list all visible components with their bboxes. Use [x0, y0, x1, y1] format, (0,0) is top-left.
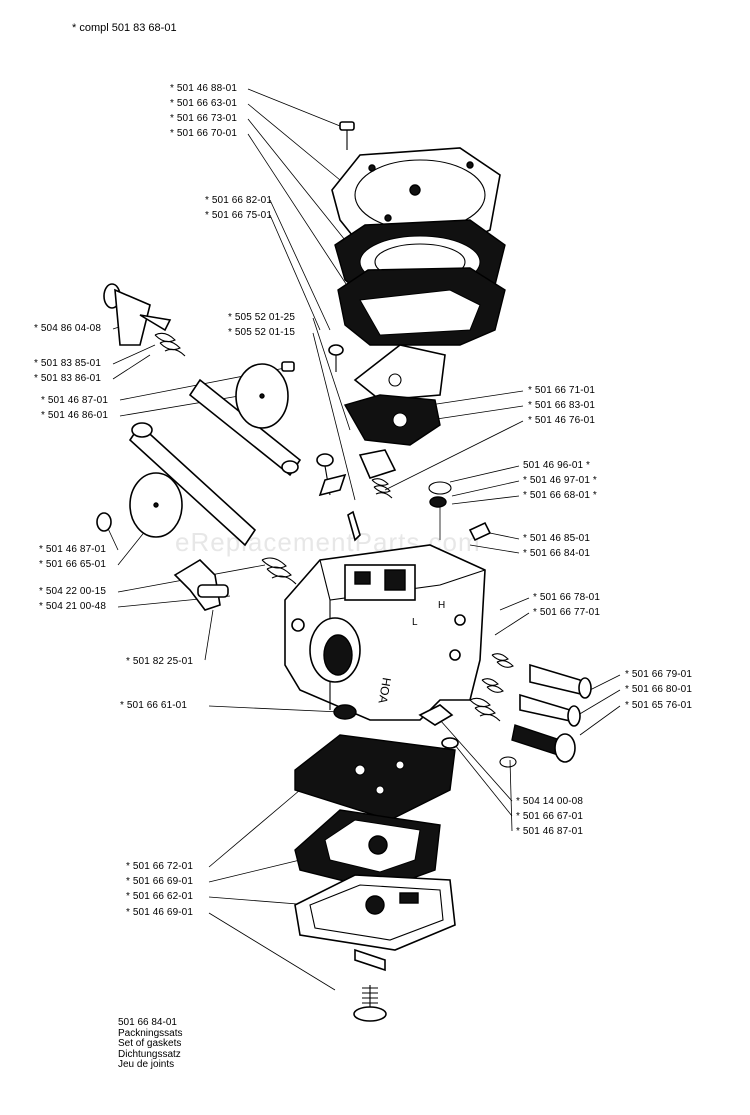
part-label: * 501 66 65-01 — [39, 559, 107, 570]
part-label: * 501 65 76-01 — [625, 700, 693, 711]
metering-cover — [294, 874, 456, 972]
part-label: * 501 46 88-01 — [170, 83, 238, 94]
part-label: * 501 66 70-01 — [170, 128, 238, 139]
needle-screw-h — [491, 653, 592, 699]
part-label: * 501 66 72-01 — [126, 861, 194, 872]
cover-screw — [339, 121, 355, 150]
legend-line-fr: Jeu de joints — [118, 1059, 175, 1070]
part-label: * 501 83 86-01 — [34, 373, 102, 384]
part-label: * 501 46 69-01 — [126, 907, 194, 918]
part-label: * 501 46 87-01 — [516, 826, 584, 837]
part-label: * 501 66 75-01 — [205, 210, 273, 221]
carburetor-body: HOA L H — [284, 544, 486, 721]
throttle-shaft — [128, 422, 257, 547]
part-label: * 501 46 87-01 — [41, 395, 109, 406]
part-label: * 501 66 84-01 — [523, 548, 591, 559]
part-label: * 504 86 04-08 — [34, 323, 102, 334]
part-label: * 501 66 62-01 — [126, 891, 194, 902]
part-label: * 501 46 97-01 * — [523, 475, 597, 486]
inlet-needle-assembly — [318, 449, 397, 542]
part-label: * 501 66 63-01 — [170, 98, 238, 109]
part-label: * 501 66 78-01 — [533, 592, 601, 603]
body-marking: HOA — [376, 676, 394, 704]
circlips — [428, 481, 452, 508]
part-label: * 501 83 85-01 — [34, 358, 102, 369]
part-label: * 501 66 82-01 — [205, 195, 273, 206]
part-label: * 501 46 85-01 — [523, 533, 591, 544]
part-label: * 501 66 68-01 * — [523, 490, 597, 501]
choke-spring — [154, 332, 186, 357]
legend-line-de: Dichtungssatz — [118, 1048, 181, 1060]
inlet-lever — [353, 344, 446, 401]
part-label: * 501 66 73-01 — [170, 113, 238, 124]
part-label: * 501 46 87-01 — [39, 544, 107, 555]
part-label: * 501 66 69-01 — [126, 876, 194, 887]
small-screw-1 — [328, 344, 344, 372]
legend-line-sv: Packningssats — [118, 1027, 183, 1039]
kit-title: * compl 501 83 68-01 — [72, 22, 177, 34]
part-label: * 504 21 00-48 — [39, 601, 107, 612]
part-label: * 504 14 00-08 — [516, 796, 584, 807]
svg-text:L: L — [412, 617, 418, 628]
idle-screw-small — [468, 521, 492, 542]
legend-part-number: 501 66 84-01 — [118, 1017, 177, 1028]
part-label: * 501 66 83-01 — [528, 400, 596, 411]
part-label: * 501 66 79-01 — [625, 669, 693, 680]
gasket-kit-legend: 501 66 84-01 Packningssats Set of gasket… — [118, 1017, 183, 1071]
choke-lever — [103, 283, 172, 346]
svg-text:H: H — [438, 600, 445, 611]
part-label: * 501 82 25-01 — [126, 656, 194, 667]
part-label: * 505 52 01-15 — [228, 327, 296, 338]
pump-washer — [333, 704, 357, 720]
idle-speed-screw — [469, 697, 576, 763]
part-label: * 504 22 00-15 — [39, 586, 107, 597]
needle-screw-l — [481, 678, 581, 727]
part-label: * 501 66 61-01 — [120, 700, 188, 711]
metering-diaphragm — [294, 809, 441, 891]
choke-shaft — [188, 378, 302, 477]
bottom-screw — [353, 985, 387, 1022]
part-label: * 501 66 80-01 — [625, 684, 693, 695]
part-label: * 501 46 76-01 — [528, 415, 596, 426]
part-label: * 505 52 01-25 — [228, 312, 296, 323]
part-label: 501 46 96-01 * — [523, 460, 591, 471]
fuel-inlet-fitting — [173, 558, 229, 611]
part-label: * 501 66 71-01 — [528, 385, 596, 396]
throttle-valve — [96, 472, 183, 538]
choke-valve — [235, 361, 295, 429]
metering-lever — [418, 704, 517, 768]
part-label: * 501 66 67-01 — [516, 811, 584, 822]
metering-gasket-top — [294, 734, 456, 821]
throttle-spring — [261, 557, 297, 585]
legend-line-en: Set of gaskets — [118, 1038, 182, 1049]
part-label: * 501 66 77-01 — [533, 607, 601, 618]
pump-gasket — [337, 267, 506, 346]
inlet-gasket — [343, 394, 441, 446]
part-label: * 501 46 86-01 — [41, 410, 109, 421]
